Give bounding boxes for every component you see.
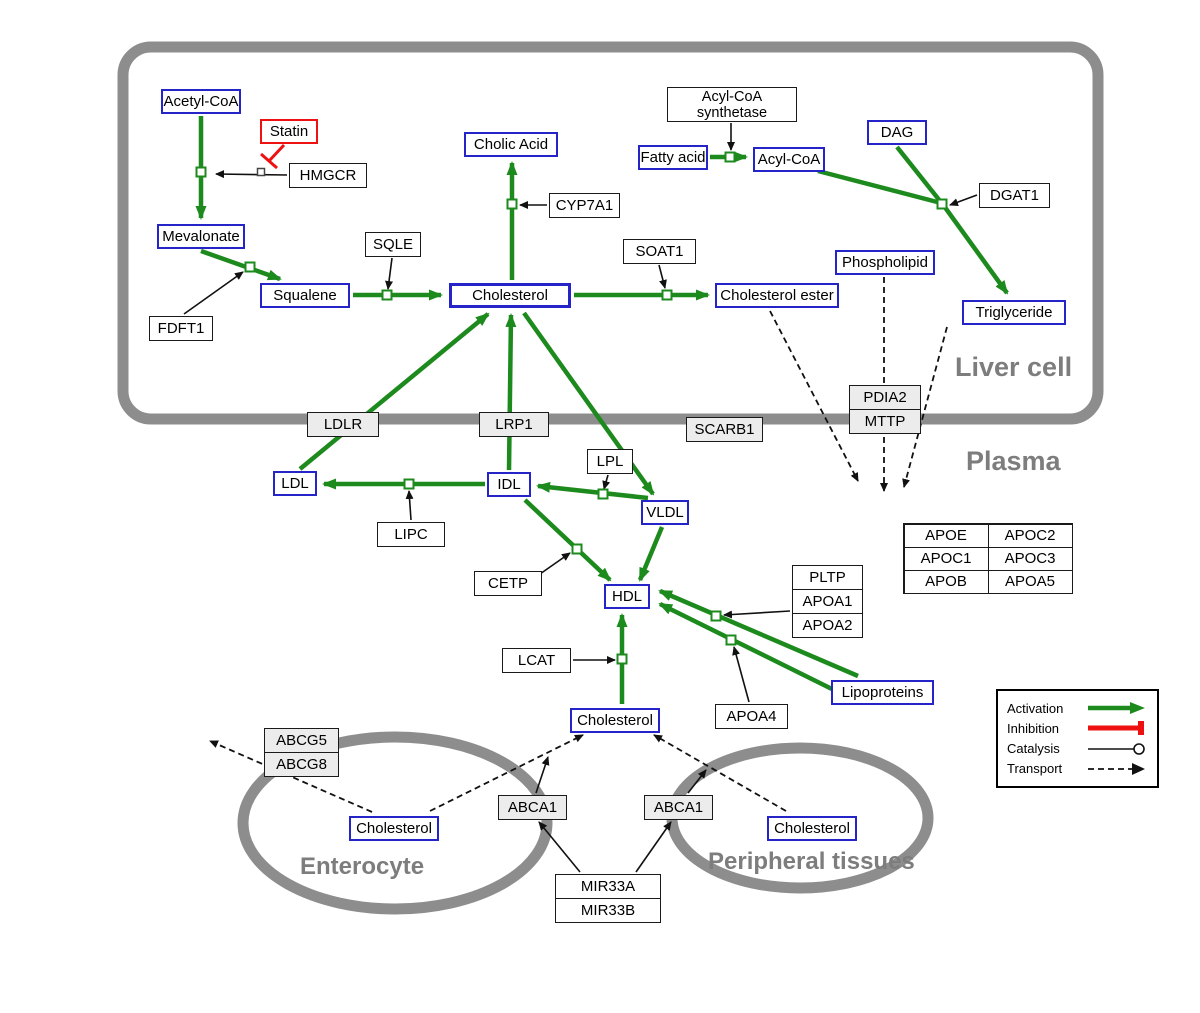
node-apob[interactable]: APOB — [903, 569, 989, 594]
node-acyl-coa[interactable]: Acyl-CoA — [753, 147, 825, 172]
transport-dashed-arrow-symbol — [1088, 762, 1145, 775]
node-acyl-coa-synthetase[interactable]: Acyl-CoA synthetase — [667, 87, 797, 122]
region-label-peripheral-tissues: Peripheral tissues — [708, 848, 915, 875]
inhibition-edge-statin — [260, 143, 286, 170]
node-apoc2[interactable]: APOC2 — [987, 523, 1073, 548]
legend-row-activation: Activation — [1007, 698, 1148, 718]
node-lipc[interactable]: LIPC — [377, 522, 445, 547]
node-lipoproteins[interactable]: Lipoproteins — [831, 680, 934, 705]
node-apoe[interactable]: APOE — [903, 523, 989, 548]
transport-edges — [209, 277, 948, 813]
node-ldl[interactable]: LDL — [273, 471, 317, 496]
region-label-enterocyte: Enterocyte — [300, 853, 425, 880]
node-cholic-acid[interactable]: Cholic Acid — [464, 132, 558, 157]
reaction-node-squares — [195, 151, 948, 665]
legend: Activation Inhibition Catalysis Transpor… — [996, 689, 1159, 788]
node-cholesterol-peripheral[interactable]: Cholesterol — [767, 816, 857, 841]
node-lpl[interactable]: LPL — [587, 449, 633, 474]
apolipoprotein-table: APOE APOC2 APOC1 APOC3 APOB APOA5 — [903, 523, 1073, 594]
activation-arrow-symbol — [1088, 702, 1145, 715]
node-phospholipid[interactable]: Phospholipid — [835, 250, 935, 275]
legend-inhibition-label: Inhibition — [1007, 720, 1060, 736]
node-idl[interactable]: IDL — [487, 472, 531, 497]
node-cyp7a1[interactable]: CYP7A1 — [549, 193, 620, 218]
node-dag[interactable]: DAG — [867, 120, 927, 145]
node-abcg5[interactable]: ABCG5 — [264, 728, 339, 753]
node-abca1-enterocyte[interactable]: ABCA1 — [498, 795, 567, 820]
node-dgat1[interactable]: DGAT1 — [979, 183, 1050, 208]
node-acetyl-coa[interactable]: Acetyl-CoA — [161, 89, 241, 114]
legend-row-catalysis: Catalysis — [1007, 739, 1148, 759]
node-cetp[interactable]: CETP — [474, 571, 542, 596]
node-hmgcr[interactable]: HMGCR — [289, 163, 367, 188]
node-ldlr[interactable]: LDLR — [307, 412, 379, 437]
liver-cell-membrane — [117, 41, 1104, 425]
legend-transport-label: Transport — [1007, 761, 1063, 777]
node-apoa4[interactable]: APOA4 — [715, 704, 788, 729]
node-apoa2[interactable]: APOA2 — [792, 613, 863, 638]
node-pltp[interactable]: PLTP — [792, 565, 863, 590]
legend-activation-label: Activation — [1007, 700, 1064, 716]
region-label-liver-cell: Liver cell — [955, 352, 1073, 382]
node-mir33b[interactable]: MIR33B — [555, 898, 661, 923]
node-apoa1[interactable]: APOA1 — [792, 589, 863, 614]
node-squalene[interactable]: Squalene — [260, 283, 350, 308]
legend-catalysis-label: Catalysis — [1007, 741, 1060, 757]
node-statin[interactable]: Statin — [260, 119, 318, 144]
node-fatty-acid[interactable]: Fatty acid — [638, 145, 708, 170]
node-apoa5[interactable]: APOA5 — [987, 569, 1073, 594]
node-mir33a[interactable]: MIR33A — [555, 874, 661, 899]
node-soat1[interactable]: SOAT1 — [623, 239, 696, 264]
node-apoc1[interactable]: APOC1 — [903, 546, 989, 571]
legend-row-transport: Transport — [1007, 759, 1148, 779]
region-label-plasma: Plasma — [966, 446, 1061, 476]
node-mevalonate[interactable]: Mevalonate — [157, 224, 245, 249]
legend-row-inhibition: Inhibition — [1007, 718, 1148, 738]
node-vldl[interactable]: VLDL — [641, 500, 689, 525]
catalysis-circle-symbol — [1088, 742, 1145, 755]
node-lrp1[interactable]: LRP1 — [479, 412, 549, 437]
node-lcat[interactable]: LCAT — [502, 648, 571, 673]
inhibition-tbar-symbol — [1088, 721, 1144, 736]
node-abca1-peripheral[interactable]: ABCA1 — [644, 795, 713, 820]
node-fdft1[interactable]: FDFT1 — [149, 316, 213, 341]
node-scarb1[interactable]: SCARB1 — [686, 417, 763, 442]
catalysis-edges — [183, 123, 978, 873]
node-triglyceride[interactable]: Triglyceride — [962, 300, 1066, 325]
node-cholesterol-ester[interactable]: Cholesterol ester — [715, 283, 839, 308]
cell-membranes — [117, 41, 1104, 915]
node-mttp[interactable]: MTTP — [849, 409, 921, 434]
node-pdia2[interactable]: PDIA2 — [849, 385, 921, 410]
activation-edges — [195, 116, 1009, 704]
node-cholesterol-enterocyte[interactable]: Cholesterol — [349, 816, 439, 841]
node-cholesterol-plasma[interactable]: Cholesterol — [570, 708, 660, 733]
node-hdl[interactable]: HDL — [604, 584, 650, 609]
node-abcg8[interactable]: ABCG8 — [264, 752, 339, 777]
node-cholesterol-liver[interactable]: Cholesterol — [449, 283, 571, 308]
node-sqle[interactable]: SQLE — [365, 232, 421, 257]
node-apoc3[interactable]: APOC3 — [987, 546, 1073, 571]
